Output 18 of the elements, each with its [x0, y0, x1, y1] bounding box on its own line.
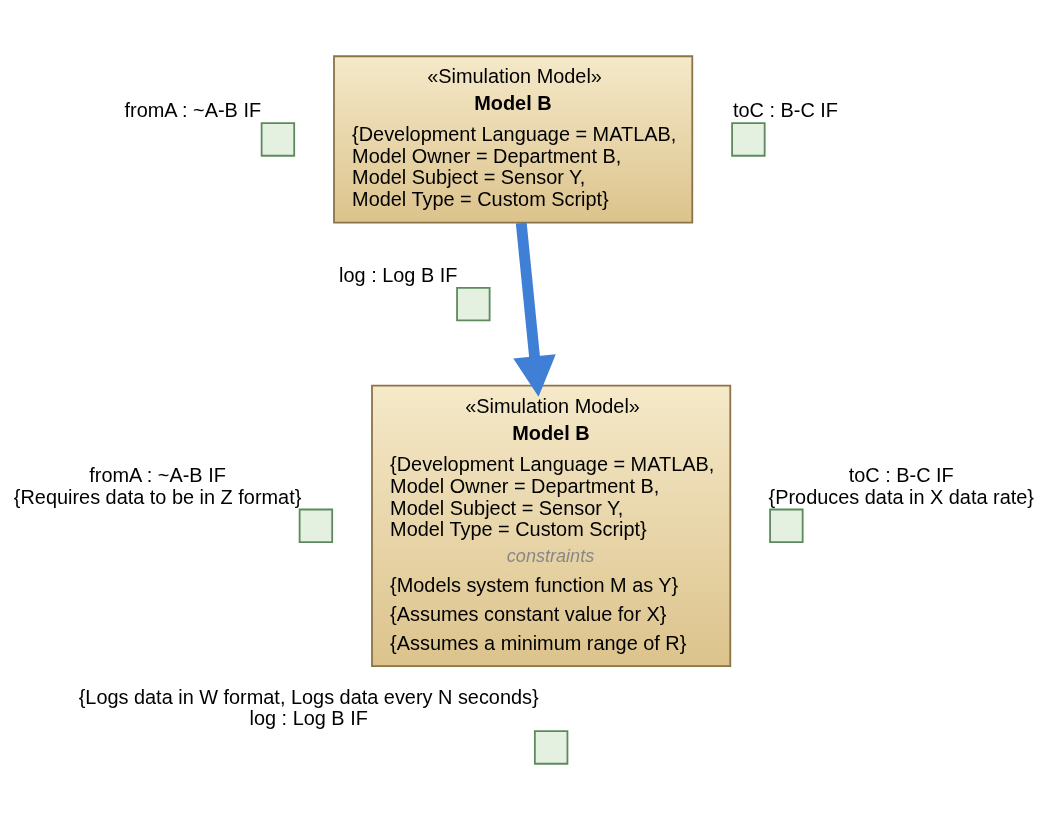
node-label: toC : B-C IF [848, 464, 954, 487]
node-label: fromA : ~A-B IF [124, 99, 262, 122]
node-label: log : Log B IF [249, 707, 368, 730]
node-box [731, 122, 766, 157]
node-label: {Logs data in W format, Logs data every N seconds} [78, 685, 539, 708]
node-box [260, 122, 296, 157]
node-box: «Simulation Model» Model B {Development Language = MATLAB, Model Owner = Department B, Model Subject = Sensor Y, Model Type = Custom Script} constraints {Models system function M as Y} {Assumes constant value for X} {Assumes a minimum range of R} [371, 384, 732, 667]
node-label: toC : B-C IF [732, 99, 838, 122]
arrow [513, 222, 556, 397]
node-label: log : Log B IF [339, 264, 458, 287]
node-label: {Requires data to be in Z format} [13, 485, 302, 508]
node-label: fromA : ~A-B IF [89, 464, 226, 487]
node-box [298, 508, 334, 543]
node-label: {Produces data in X data rate} [768, 485, 1034, 508]
node-box: «Simulation Model» Model B {Development Language = MATLAB, Model Owner = Department B, Model Subject = Sensor Y, Model Type = Custom Script} [333, 55, 694, 224]
node-box [769, 508, 804, 543]
node-box [456, 286, 491, 322]
node-box [533, 730, 569, 765]
